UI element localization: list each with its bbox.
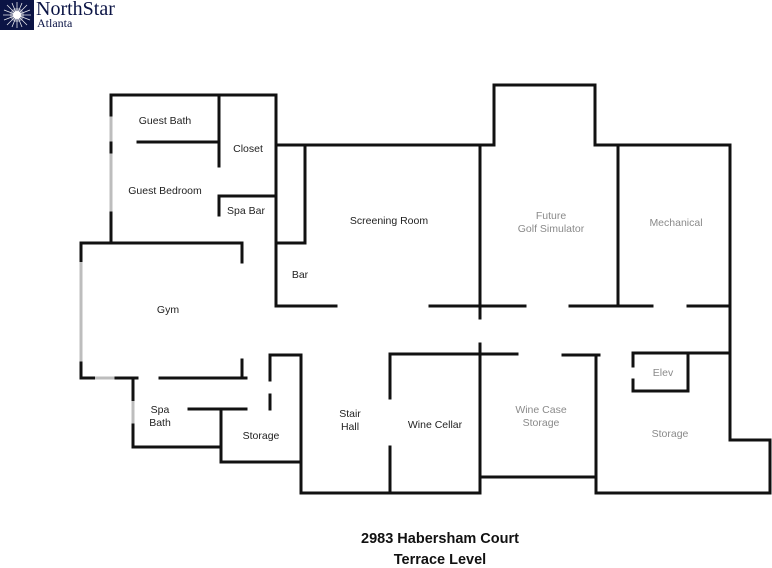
room-label-wine-cellar: Wine Cellar <box>408 419 463 431</box>
room-label-spa-bath-line2: Bath <box>149 417 171 429</box>
room-label-screening-room: Screening Room <box>350 215 428 227</box>
room-label-stair-hall-line2: Hall <box>341 421 359 433</box>
room-label-spa-bath-line1: Spa <box>151 404 170 416</box>
room-label-gym: Gym <box>157 304 179 316</box>
room-label-spa-bar: Spa Bar <box>227 205 265 217</box>
room-label-stair-hall-line1: Stair <box>339 408 361 420</box>
starburst-icon <box>0 0 34 30</box>
brand-name: NorthStar <box>36 0 115 20</box>
walls <box>79 83 772 495</box>
brand-logo: NorthStar Atlanta <box>0 0 115 30</box>
room-label-elev: Elev <box>653 367 674 379</box>
room-label-future-golf-line1: Future <box>536 210 567 222</box>
caption-address: 2983 Habersham Court <box>361 531 519 547</box>
room-label-closet: Closet <box>233 143 263 155</box>
room-label-storage-right: Storage <box>652 428 689 440</box>
room-label-mechanical: Mechanical <box>649 217 702 229</box>
room-label-wine-case-line1: Wine Case <box>515 404 567 416</box>
caption-level: Terrace Level <box>393 552 487 568</box>
room-label-guest-bedroom: Guest Bedroom <box>128 185 202 197</box>
room-label-bar: Bar <box>292 269 309 281</box>
room-label-storage-left: Storage <box>243 430 280 442</box>
room-label-future-golf-line2: Golf Simulator <box>518 223 585 235</box>
room-label-wine-case-line2: Storage <box>523 417 560 429</box>
brand-city: Atlanta <box>37 16 73 30</box>
room-labels: Guest Bath Closet Guest Bedroom Spa Bar … <box>128 115 702 442</box>
room-label-guest-bath: Guest Bath <box>139 115 192 127</box>
